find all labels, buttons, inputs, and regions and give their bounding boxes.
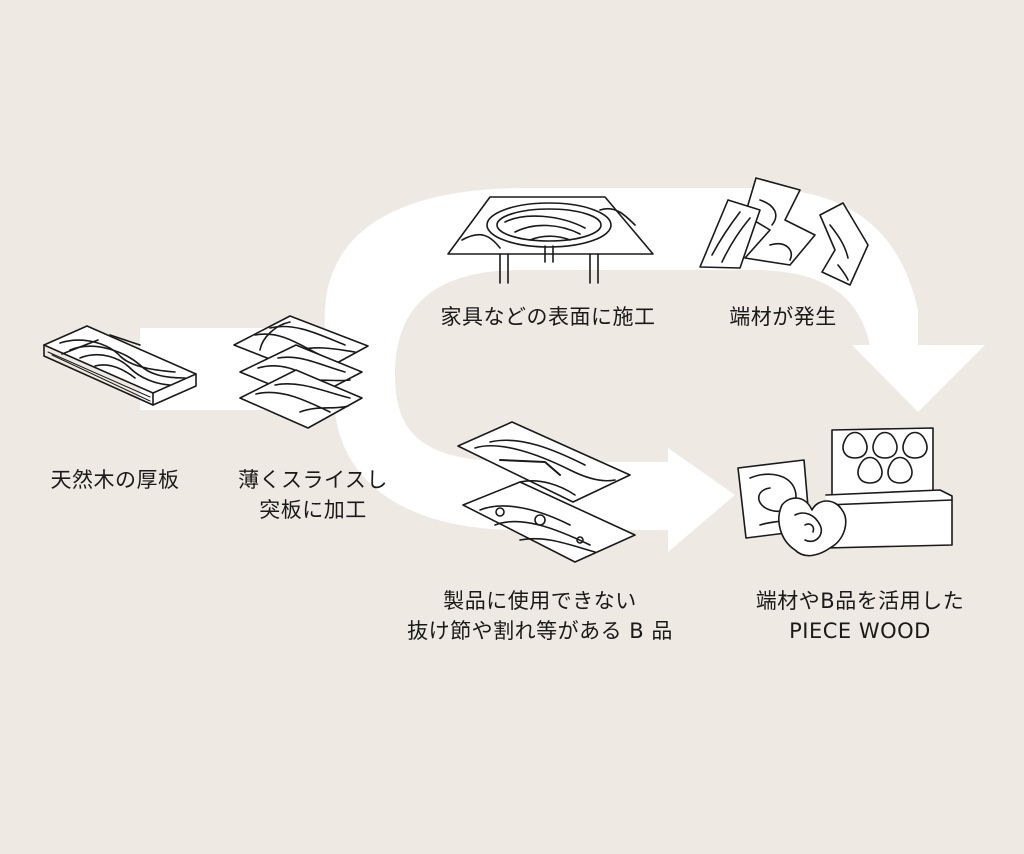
label-natural-board: 天然木の厚板 bbox=[30, 465, 200, 495]
label-offcuts-line-1: 端材が発生 bbox=[729, 305, 837, 329]
label-natural-board-line-1: 天然木の厚板 bbox=[50, 468, 180, 492]
offcut-scraps-icon bbox=[699, 177, 869, 286]
label-b-grade: 製品に使用できない 抜け節や割れ等がある B 品 bbox=[385, 586, 695, 646]
flow-arrows bbox=[140, 188, 985, 552]
piece-wood-tiles-icon bbox=[737, 427, 953, 557]
label-sliced-veneer: 薄くスライスし 突板に加工 bbox=[218, 465, 408, 525]
label-furniture-surface: 家具などの表面に施工 bbox=[418, 302, 678, 332]
label-piece-wood: 端材やB品を活用した PIECE WOOD bbox=[730, 586, 990, 646]
label-offcuts: 端材が発生 bbox=[708, 302, 858, 332]
veneered-table-icon bbox=[447, 196, 654, 284]
process-flow-arrow bbox=[140, 188, 985, 552]
label-sliced-veneer-line-1: 薄くスライスし bbox=[238, 468, 388, 492]
label-furniture-surface-line-1: 家具などの表面に施工 bbox=[440, 305, 656, 329]
wood-plank-icon bbox=[43, 325, 197, 406]
label-sliced-veneer-line-2: 突板に加工 bbox=[259, 498, 367, 522]
veneer-sheets-icon bbox=[233, 315, 369, 429]
label-piece-wood-line-1: 端材やB品を活用した bbox=[755, 589, 965, 613]
knotted-veneer-icon bbox=[457, 421, 636, 563]
label-b-grade-line-1: 製品に使用できない bbox=[443, 589, 637, 613]
label-b-grade-line-2: 抜け節や割れ等がある B 品 bbox=[407, 619, 673, 643]
label-piece-wood-line-2: PIECE WOOD bbox=[789, 619, 931, 643]
